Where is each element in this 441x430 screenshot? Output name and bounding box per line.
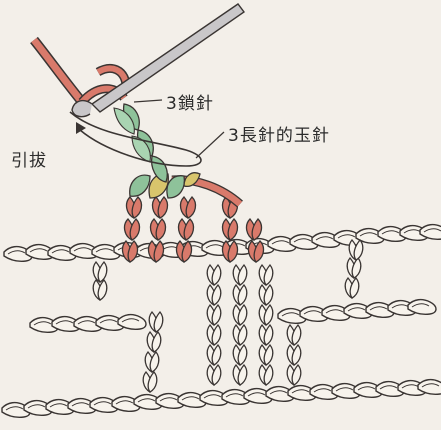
chain-leader-line: [134, 100, 162, 102]
puff-stitch-label: 3長針的玉針: [228, 121, 330, 146]
chain-label: 3鎖針: [166, 89, 214, 114]
slip-stitch-label: 引拔: [11, 146, 47, 171]
puff-leader-line: [196, 132, 224, 158]
base-row-bottom: [2, 380, 441, 418]
